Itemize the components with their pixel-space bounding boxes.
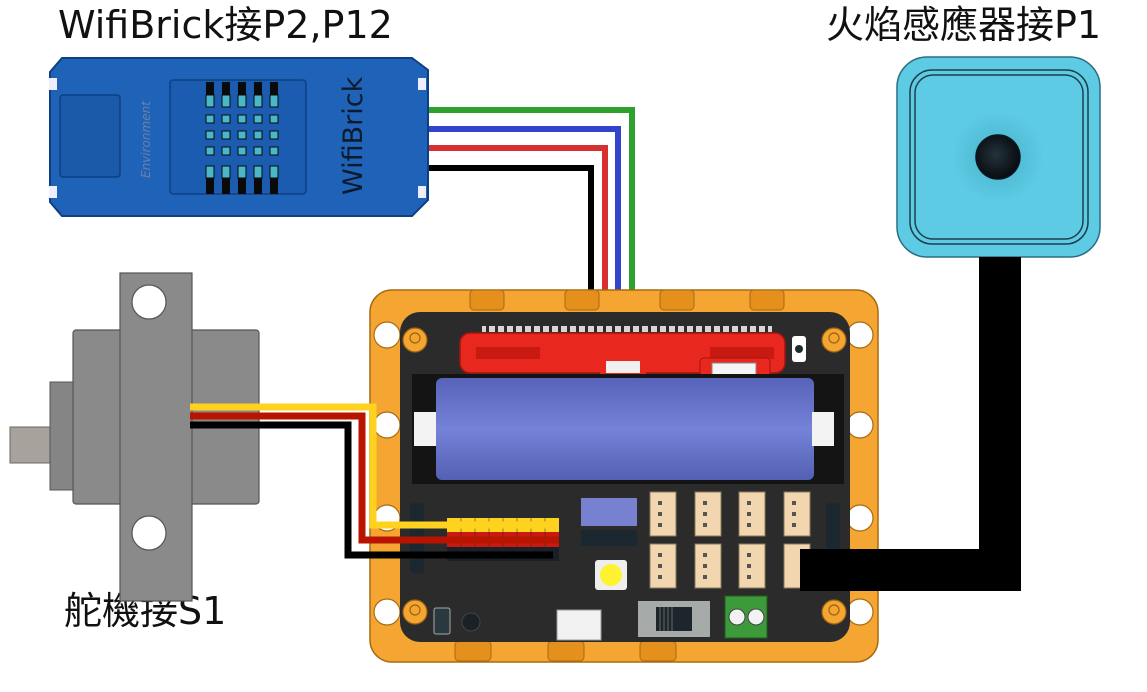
port-grid xyxy=(649,491,811,589)
environment-text: Environment xyxy=(139,100,153,178)
sensor-grille-slots xyxy=(205,82,279,194)
wifibrick-connector xyxy=(581,498,637,526)
frame-holes xyxy=(373,321,874,626)
wire-black-servo xyxy=(190,421,553,559)
servo-shaft xyxy=(9,426,53,464)
wifibrick-module: Environment WifiBrick xyxy=(49,57,429,217)
flame-sensor-wire xyxy=(800,257,1021,591)
header-right xyxy=(826,503,840,549)
battery xyxy=(436,378,814,480)
flame-sensor-module xyxy=(896,56,1101,258)
servo-mount xyxy=(119,272,193,602)
servo-motor xyxy=(9,272,260,602)
edge-connector-pins xyxy=(482,326,772,332)
wire-dark-red xyxy=(190,412,559,544)
micro-usb-port xyxy=(556,609,602,641)
wifibrick-brand-text: WifiBrick xyxy=(338,76,369,195)
connector-socket xyxy=(59,94,121,178)
diode xyxy=(433,607,451,635)
expansion-board xyxy=(369,289,879,663)
wifibrick-label: WifiBrick接P2,P12 xyxy=(58,3,393,47)
servo-wires xyxy=(190,403,559,559)
flame-sensor-lens xyxy=(975,134,1021,180)
flame-sensor-label: 火焰感應器接P1 xyxy=(826,3,1102,47)
wire-yellow xyxy=(190,403,559,529)
